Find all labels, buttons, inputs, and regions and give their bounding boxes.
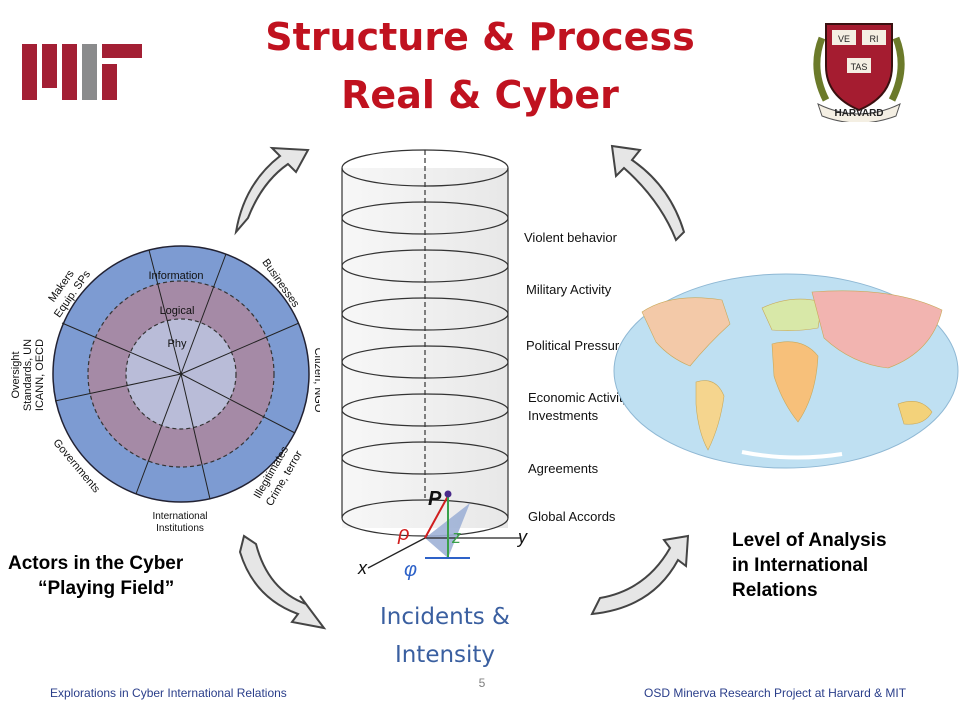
- arrow-top-left: [234, 146, 310, 236]
- sector-label-citizen: Citizen, NGO: [312, 348, 320, 413]
- ring-label-logical: Logical: [160, 305, 195, 317]
- world-map: [613, 273, 959, 469]
- title-line-2: Real & Cyber: [341, 73, 619, 117]
- harvard-shield-logo: VE RI TAS HARVARD: [813, 23, 905, 122]
- ring-label-phy: Phy: [168, 338, 187, 350]
- incidents-caption-line-1: Incidents &: [380, 604, 510, 630]
- actors-caption-line-2: “Playing Field”: [38, 578, 175, 599]
- incidents-caption-line-2: Intensity: [394, 642, 496, 668]
- shield-text-2: RI: [870, 34, 879, 44]
- axis-label-rho: ρ: [397, 523, 409, 545]
- level-global-accords: Global Accords: [528, 509, 616, 524]
- incidents-caption: Incidents & Intensity: [340, 598, 550, 674]
- level-violent-behavior: Violent behavior: [524, 230, 618, 245]
- analysis-caption-line-2: in International: [732, 555, 869, 576]
- sector-label-institutions: Institutions: [156, 523, 204, 534]
- axis-label-z: z: [451, 527, 461, 547]
- footer-right: OSD Minerva Research Project at Harvard …: [644, 686, 907, 700]
- ring-label-information: Information: [148, 270, 203, 282]
- level-investments: Investments: [528, 408, 599, 423]
- arrow-top-right: [610, 144, 686, 242]
- sector-label-oversight: Oversight: [10, 351, 22, 398]
- harvard-banner-text: HARVARD: [834, 108, 883, 119]
- analysis-caption: Level of Analysis in International Relat…: [732, 528, 887, 603]
- actors-caption-line-1: Actors in the Cyber: [8, 553, 184, 574]
- axis-label-y: y: [516, 527, 528, 547]
- level-political-pressure: Political Pressure: [526, 338, 626, 353]
- shield-text-3: TAS: [851, 62, 868, 72]
- level-agreements: Agreements: [528, 461, 599, 476]
- sector-label-international: International: [152, 511, 207, 522]
- axis-label-x: x: [357, 558, 368, 578]
- footer-left: Explorations in Cyber International Rela…: [50, 686, 287, 700]
- level-economic-activity: Economic Activity/: [528, 390, 633, 405]
- level-military-activity: Military Activity: [526, 282, 612, 297]
- analysis-caption-line-1: Level of Analysis: [732, 530, 887, 551]
- sector-label-standards: Standards, UN: [22, 339, 34, 411]
- actors-wheel: Information Logical Phy: [52, 245, 310, 503]
- axis-label-phi: φ: [404, 559, 417, 581]
- analysis-caption-line-3: Relations: [732, 580, 818, 601]
- axis-label-p: P: [428, 488, 442, 510]
- cylinder-diagram: P ρ z φ x y Violent behavior Military Ac…: [341, 149, 633, 581]
- mit-logo: [22, 44, 142, 100]
- shield-text-1: VE: [838, 34, 850, 44]
- page-number: 5: [478, 676, 486, 690]
- slide-title: Structure & Process Real & Cyber: [0, 8, 960, 124]
- title-line-1: Structure & Process: [265, 15, 695, 59]
- actors-caption: Actors in the Cyber “Playing Field”: [8, 551, 183, 601]
- arrow-bottom-left: [238, 534, 327, 630]
- wheel-sector-labels: Makers Equip. SPs Businesses Citizen, NG…: [10, 257, 320, 534]
- sector-label-icann: ICANN, OECD: [34, 339, 46, 411]
- arrow-bottom-right: [590, 534, 690, 616]
